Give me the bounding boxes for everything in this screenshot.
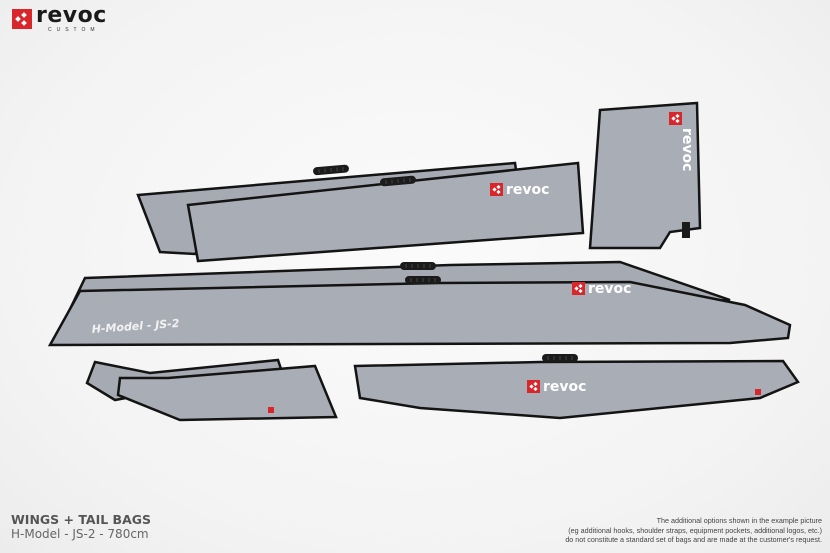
revoc-logo-print: revoc	[490, 182, 549, 198]
product-title: WINGS + TAIL BAGS	[11, 512, 152, 527]
revoc-logo-print: revoc	[527, 379, 586, 395]
disclaimer-line-2: (eg additional hooks, shoulder straps, e…	[568, 525, 822, 535]
disclaimer-line-1: The additional options shown in the exam…	[656, 516, 822, 525]
svg-text:revoc: revoc	[679, 128, 695, 171]
svg-text:revoc: revoc	[543, 379, 586, 395]
stabilizer-bag: revoc	[353, 353, 800, 420]
logo-mark-icon	[12, 9, 32, 29]
brand-logo: revoc CUSTOM	[12, 3, 107, 33]
brand-name: revoc	[36, 3, 107, 28]
product-subtitle: H-Model - JS-2 - 780cm	[11, 527, 149, 541]
svg-text:H-Model - JS-2: H-Model - JS-2	[91, 317, 180, 336]
revoc-logo-print: revoc	[572, 281, 631, 297]
svg-text:revoc: revoc	[588, 281, 631, 297]
wingtip-bag-front	[116, 364, 338, 422]
svg-text:revoc: revoc	[506, 182, 549, 198]
disclaimer: The additional options shown in the exam…	[462, 516, 822, 545]
brand-subtitle: CUSTOM	[48, 27, 100, 33]
disclaimer-line-3: do not constitute a standard set of bags…	[565, 535, 822, 544]
product-caption: WINGS + TAIL BAGS H-Model - JS-2 - 780cm	[11, 513, 151, 542]
inner-wing-bag-front: revoc H-Model - JS-2	[47, 275, 792, 347]
rudder-bag: revoc	[588, 101, 702, 250]
outer-wing-bag-front: revoc	[186, 161, 585, 263]
